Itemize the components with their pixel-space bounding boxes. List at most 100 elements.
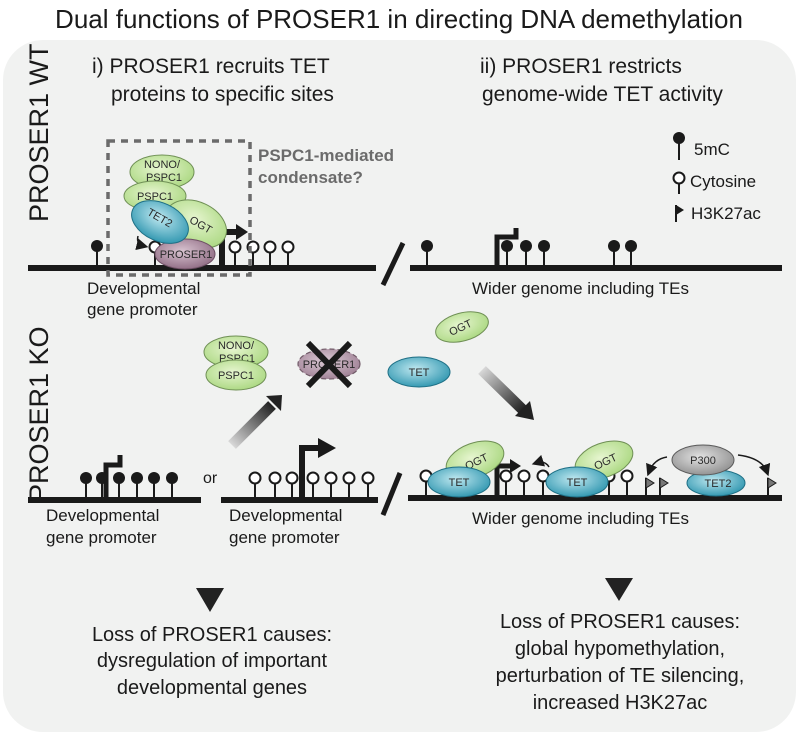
protein-tet: [545, 466, 609, 498]
knockout-x-icon: [305, 340, 353, 389]
5mc-lollipop-icon: [166, 472, 178, 484]
arrowhead-icon: [605, 578, 633, 601]
cytosine-lollipop-icon: [342, 471, 356, 485]
5mc-lollipop-icon: [96, 472, 108, 484]
ko-methylated-promoter: [28, 455, 201, 503]
cytosine-lollipop-icon: [361, 471, 375, 485]
cytosine-lollipop-icon: [285, 471, 299, 485]
outcome-left-line3: developmental genes: [117, 677, 307, 699]
arrow-tet-to-genome: [478, 366, 534, 420]
protein-p300: [671, 444, 735, 476]
ko-free-proteins: NONO/ PSPC1 PSPC1 PROSER1 OGT TET: [203, 311, 489, 391]
arrow-shaft: [478, 366, 527, 414]
protein-tet: [387, 356, 451, 388]
filled-lollipop-head-icon: [673, 132, 685, 144]
outcome-right-line2: global hypomethylation,: [515, 638, 725, 660]
protein-label: PSPC1: [218, 370, 254, 382]
arrow-ko-to-proteins: [228, 395, 282, 449]
legend-label-5mc: 5mC: [694, 140, 730, 159]
ko-wider-genome-label: Wider genome including TEs: [472, 509, 689, 528]
tss-arrowhead-icon: [318, 438, 336, 458]
5mc-lollipop-icon: [625, 240, 637, 252]
wt-wider-genome-dna: [410, 228, 782, 271]
section-i-heading-line2: proteins to specific sites: [111, 83, 334, 106]
legend-item-h3k27ac: H3K27ac: [675, 204, 761, 223]
protein-proser1: [154, 238, 216, 270]
cytosine-lollipop-icon: [620, 469, 634, 483]
5mc-lollipop-icon: [113, 472, 125, 484]
section-i-heading-line1: i) PROSER1 recruits TET: [92, 55, 330, 78]
separator-slash: [380, 472, 403, 516]
cytosine-lollipop-icon: [517, 469, 531, 483]
dna-strand: [28, 497, 201, 503]
ko-promoter-a-label-line1: Developmental: [46, 506, 159, 525]
wt-promoter-label-line2: gene promoter: [87, 300, 198, 319]
row-label-ko: PROSER1 KO: [24, 326, 54, 502]
legend-item-cytosine: Cytosine: [672, 171, 756, 194]
protein-tet2: [131, 200, 189, 244]
ko-promoter-b-label-line1: Developmental: [229, 506, 342, 525]
wt-promoter-label-line1: Developmental: [87, 279, 200, 298]
protein-label: PSPC1: [137, 191, 173, 203]
oxidation-arrow-icon: [531, 454, 550, 468]
protein-label: P300: [690, 455, 716, 467]
outcome-right: Loss of PROSER1 causes: global hypomethy…: [496, 611, 745, 714]
tss-arrowhead-icon: [236, 224, 248, 240]
condensate-label-line2: condensate?: [258, 168, 363, 187]
acetylation-arrow-icon: [737, 454, 771, 477]
5mc-lollipop-icon: [538, 240, 550, 252]
5mc-lollipop-icon: [80, 472, 92, 484]
protein-pspc1: [205, 359, 267, 391]
active-tss-arrow-icon: [299, 445, 322, 500]
5mc-lollipop-icon: [608, 240, 620, 252]
wt-protein-complex: NONO/ PSPC1 PSPC1 OGT PROSER1 TET2: [123, 154, 227, 270]
protein-tet: [427, 466, 491, 498]
section-ii-heading-line2: genome-wide TET activity: [482, 83, 723, 106]
5mc-lollipop-icon: [131, 472, 143, 484]
protein-label: PROSER1: [160, 249, 213, 261]
h3k27ac-flag-icon: [767, 477, 777, 489]
outcome-right-line4: increased H3K27ac: [533, 692, 708, 714]
arrow-left-outcome: [196, 548, 224, 612]
outcome-left-line2: dysregulation of important: [97, 650, 328, 672]
cytosine-lollipop-icon: [248, 471, 262, 485]
5mc-lollipop-icon: [501, 240, 513, 252]
cytosine-lollipop-icon: [306, 471, 320, 485]
dna-strand: [408, 495, 782, 501]
open-lollipop-head-icon: [672, 171, 686, 185]
legend: 5mC Cytosine H3K27ac: [672, 132, 761, 223]
legend-label-cytosine: Cytosine: [690, 172, 756, 191]
wt-wider-genome-label: Wider genome including TEs: [472, 279, 689, 298]
outcome-right-line1: Loss of PROSER1 causes:: [500, 611, 740, 633]
protein-label: NONO/: [218, 340, 255, 352]
protein-label: TET: [449, 477, 470, 489]
silent-tss-icon: [103, 455, 123, 500]
dna-strand: [28, 265, 376, 271]
legend-label-h3k27ac: H3K27ac: [691, 204, 761, 223]
outcome-right-line3: perturbation of TE silencing,: [496, 665, 745, 687]
cytosine-lollipop-icon: [324, 471, 338, 485]
arrowhead-icon: [266, 395, 282, 411]
legend-item-5mc: 5mC: [673, 132, 730, 160]
arrow-right-outcome: [605, 538, 633, 601]
h3k27ac-flag-icon: [659, 477, 669, 489]
acetylation-arrow-icon: [646, 456, 668, 477]
protein-ogt: [435, 311, 489, 343]
protein-label: NONO/: [144, 159, 181, 171]
condensate-label-line1: PSPC1-mediated: [258, 146, 394, 165]
oxidation-arrow-icon: [135, 235, 149, 250]
protein-label: TET2: [705, 478, 732, 490]
cytosine-lollipop-icon: [263, 240, 277, 254]
separator-slash: [380, 241, 406, 287]
row-label-wt: PROSER1 WT: [24, 43, 54, 222]
tss-arrowhead-icon: [510, 459, 521, 473]
outcome-left-line1: Loss of PROSER1 causes:: [92, 624, 332, 646]
cytosine-lollipop-icon: [228, 240, 242, 254]
ko-promoter-b-label-line2: gene promoter: [229, 528, 340, 547]
section-ii-heading-line1: ii) PROSER1 restricts: [480, 55, 682, 78]
ko-wider-genome-dna: OGT TET OGT TET TET2 P300: [408, 440, 782, 501]
5mc-lollipop-icon: [148, 472, 160, 484]
cytosine-lollipop-icon: [281, 240, 295, 254]
ko-promoter-a-label-line2: gene promoter: [46, 528, 157, 547]
cytosine-lollipop-icon: [268, 471, 282, 485]
